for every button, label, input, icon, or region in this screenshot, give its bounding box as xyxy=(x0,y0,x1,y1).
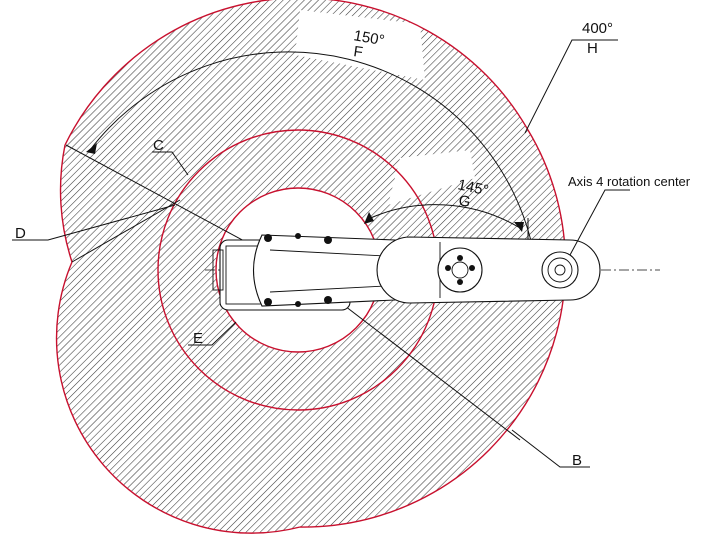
arm-link-2 xyxy=(376,236,601,304)
leader-lines xyxy=(12,39,630,468)
scara-robot xyxy=(212,233,601,311)
outer-arc-lower xyxy=(55,261,301,534)
envelope-outlines xyxy=(55,0,567,534)
outer-arc-top xyxy=(64,0,529,146)
label-e: E xyxy=(193,330,203,347)
labels: 150° F 400° H 145° G Axis 4 rotation cen… xyxy=(15,20,691,469)
joint-2-bolt-1 xyxy=(445,265,451,271)
label-d: D xyxy=(15,225,26,242)
axis4-flange-inner xyxy=(547,257,573,283)
base-bolt-2 xyxy=(324,236,332,244)
clear-patch-upper xyxy=(295,10,425,80)
leader-axis4 xyxy=(569,189,630,256)
arc-g-arrow-start xyxy=(364,212,374,224)
leader-c xyxy=(152,151,189,176)
base-bolt-6 xyxy=(295,301,301,307)
leader-e xyxy=(188,321,237,346)
axis4-shaft xyxy=(554,264,566,276)
arc-f xyxy=(89,51,536,261)
limit-line-left xyxy=(71,199,181,263)
label-angle-400: 400° xyxy=(582,20,613,37)
label-angle-150: 150° xyxy=(352,27,386,49)
base-bolt-4 xyxy=(324,296,332,304)
label-g: G xyxy=(457,192,471,211)
label-b: B xyxy=(572,452,582,469)
label-f: F xyxy=(352,43,363,61)
work-area-hatched xyxy=(56,0,566,534)
arm-link-1-ribs xyxy=(269,249,386,293)
arc-g-arrow-end xyxy=(514,222,524,232)
joint-2-bolt-2 xyxy=(469,265,475,271)
joint-2-bolt-4 xyxy=(457,279,463,285)
leader-d xyxy=(12,204,176,241)
base-bolt-5 xyxy=(295,233,301,239)
label-h: H xyxy=(587,40,598,57)
joint-2-bolt-3 xyxy=(457,255,463,261)
arc-f-arrow-start xyxy=(86,143,97,154)
robot-base-plate xyxy=(212,249,224,291)
base-bolt-1 xyxy=(264,234,272,242)
leader-h xyxy=(524,39,618,134)
label-angle-145: 145° xyxy=(456,176,490,199)
clear-patch-lower xyxy=(388,150,475,205)
outer-arc-left xyxy=(59,144,73,263)
label-axis4-rotation-center: Axis 4 rotation center xyxy=(568,174,691,189)
axis4-flange xyxy=(541,251,579,289)
label-c: C xyxy=(153,137,164,154)
base-bolt-3 xyxy=(264,298,272,306)
joint-2-housing xyxy=(437,247,483,293)
outer-arc-right xyxy=(299,129,567,528)
leader-b xyxy=(511,429,590,468)
arc-g xyxy=(365,204,521,229)
joint-2-core xyxy=(451,261,469,279)
